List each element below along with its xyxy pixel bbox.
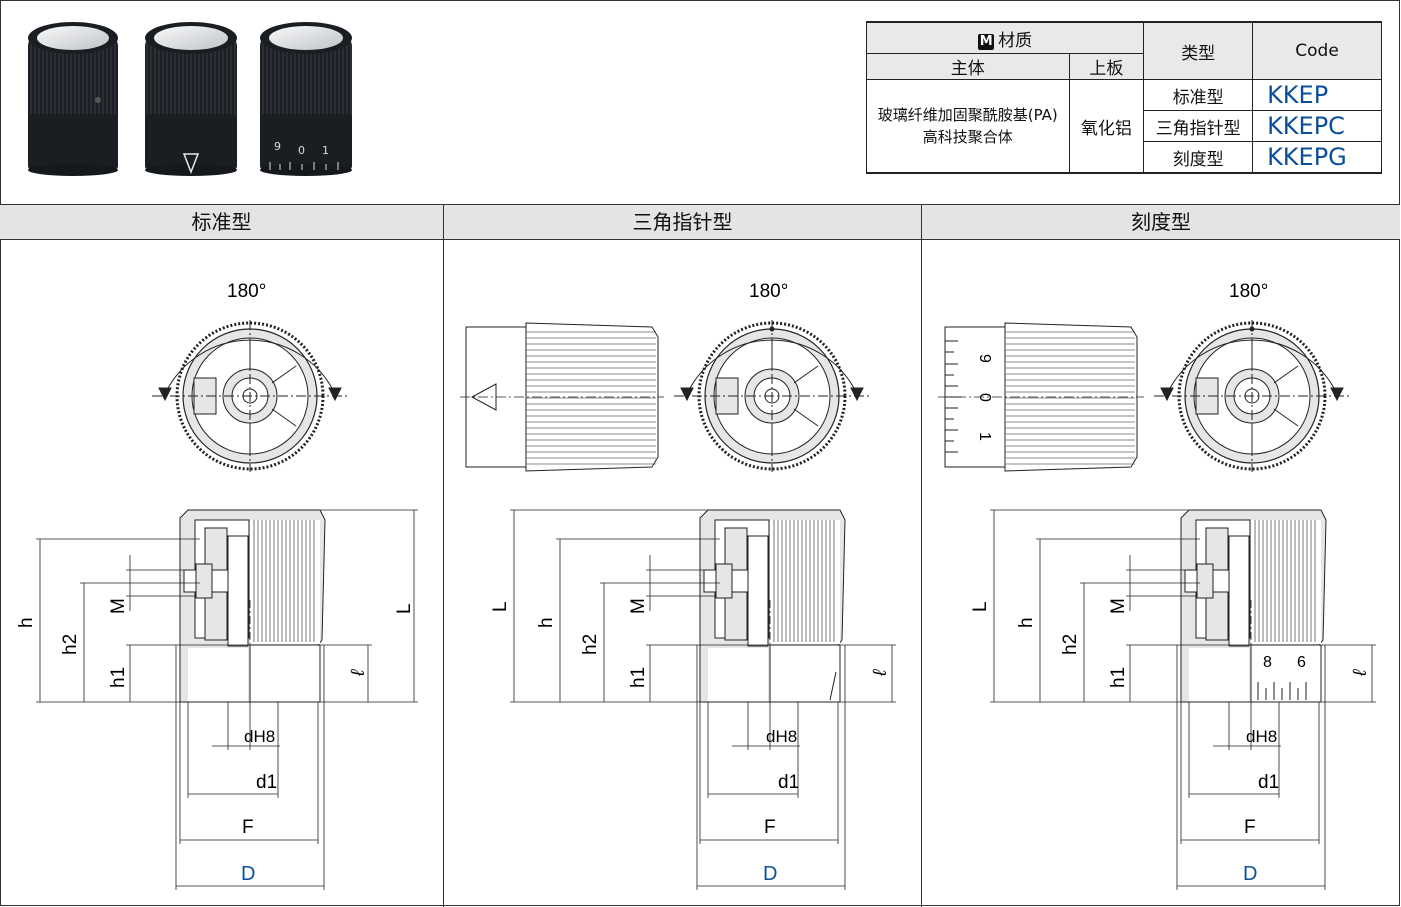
type-header: 类型 — [1143, 21, 1254, 80]
dim-l-standard: ℓ — [348, 669, 369, 677]
side-view-triangle — [699, 509, 846, 703]
body-header: 主体 — [866, 53, 1070, 80]
section-title-standard: 标准型 — [0, 204, 443, 240]
photo-scale-1: 1 — [322, 144, 329, 157]
dim-d1-scale: d1 — [1258, 772, 1279, 793]
dim-h1-scale: h1 — [1108, 667, 1129, 688]
top-view-triangle — [674, 320, 872, 472]
plate-material: 氧化铝 — [1068, 79, 1145, 174]
dim-h1-standard: h1 — [108, 667, 129, 688]
dim-D-standard: D — [241, 863, 255, 885]
dim-dH8-triangle: dH8 — [766, 727, 797, 746]
material-header: 材质 — [998, 30, 1033, 51]
dim-h-scale: h — [1016, 617, 1037, 628]
panel-standard: 180° — [0, 241, 443, 905]
dim-h-triangle: h — [536, 617, 557, 628]
material-icon: M — [978, 33, 995, 50]
photo-knob-scale: 9 0 1 — [260, 22, 352, 176]
side-view-standard — [179, 509, 326, 703]
scale-mark-9: 9 — [976, 354, 993, 363]
top-view-standard — [152, 320, 350, 472]
body-material-line1: 玻璃纤维加固聚酰胺基(PA) — [877, 106, 1058, 124]
dim-M-triangle: M — [628, 598, 649, 614]
angle-label-scale: 180° — [1229, 281, 1268, 302]
side-knob-triangle — [460, 322, 664, 472]
dim-D-triangle: D — [763, 863, 777, 885]
code-kkepg[interactable]: KKEPG — [1252, 141, 1382, 174]
body-material-line2: 高科技聚合体 — [922, 128, 1013, 146]
photo-scale-0: 0 — [298, 144, 305, 157]
dim-d1-standard: d1 — [256, 772, 277, 793]
side-knob-scale — [938, 322, 1144, 472]
code-header: Code — [1252, 21, 1382, 80]
top-view-scale — [1154, 320, 1352, 472]
side-view-scale — [1180, 509, 1327, 703]
plate-header: 上板 — [1068, 53, 1145, 80]
dim-h-standard: h — [16, 617, 37, 628]
dim-L-standard: L — [394, 603, 415, 614]
body-material-cell: 玻璃纤维加固聚酰胺基(PA) 高科技聚合体 — [866, 79, 1070, 174]
dim-D-scale: D — [1243, 863, 1257, 885]
product-photos: 9 0 1 — [18, 14, 368, 184]
dim-F-triangle: F — [764, 817, 776, 838]
angle-label-triangle: 180° — [749, 281, 788, 302]
dim-h2-triangle: h2 — [580, 634, 601, 655]
dim-l-scale: ℓ — [1350, 669, 1371, 677]
section-title-scale: 刻度型 — [922, 204, 1400, 240]
dim-h2-standard: h2 — [60, 634, 81, 655]
dim-F-scale: F — [1244, 817, 1256, 838]
dimension-lines-scale — [990, 509, 1376, 890]
dim-M-standard: M — [108, 598, 129, 614]
dimension-lines-triangle — [510, 509, 896, 890]
dim-F-standard: F — [242, 817, 254, 838]
dim-M-scale: M — [1108, 598, 1129, 614]
photo-knob-standard — [28, 22, 118, 176]
dim-L-scale: L — [970, 601, 991, 612]
scale-side-8: 8 — [1263, 654, 1272, 671]
dim-dH8-scale: dH8 — [1246, 727, 1277, 746]
angle-label-standard: 180° — [227, 281, 266, 302]
dimension-lines-standard — [36, 509, 418, 890]
panel-triangle: 180° — [443, 241, 921, 905]
dim-dH8-standard: dH8 — [244, 727, 275, 746]
scale-mark-0: 0 — [976, 393, 993, 402]
code-kkep[interactable]: KKEP — [1252, 79, 1382, 111]
type-standard: 标准型 — [1143, 79, 1254, 111]
photo-scale-9: 9 — [274, 140, 281, 153]
scale-mark-1: 1 — [976, 432, 993, 441]
panel-scale: 9 0 1 180° — [921, 241, 1400, 905]
section-divider-1 — [443, 204, 444, 907]
dim-l-triangle: ℓ — [870, 669, 891, 677]
section-title-triangle: 三角指针型 — [443, 204, 922, 240]
photo-knob-triangle — [145, 22, 237, 176]
dim-L-triangle: L — [490, 601, 511, 612]
type-scale: 刻度型 — [1143, 141, 1254, 174]
dim-h1-triangle: h1 — [628, 667, 649, 688]
type-triangle: 三角指针型 — [1143, 110, 1254, 142]
dim-d1-triangle: d1 — [778, 772, 799, 793]
code-kkepc[interactable]: KKEPC — [1252, 110, 1382, 142]
scale-side-6: 6 — [1297, 654, 1306, 671]
section-divider-2 — [921, 204, 922, 907]
dim-h2-scale: h2 — [1060, 634, 1081, 655]
